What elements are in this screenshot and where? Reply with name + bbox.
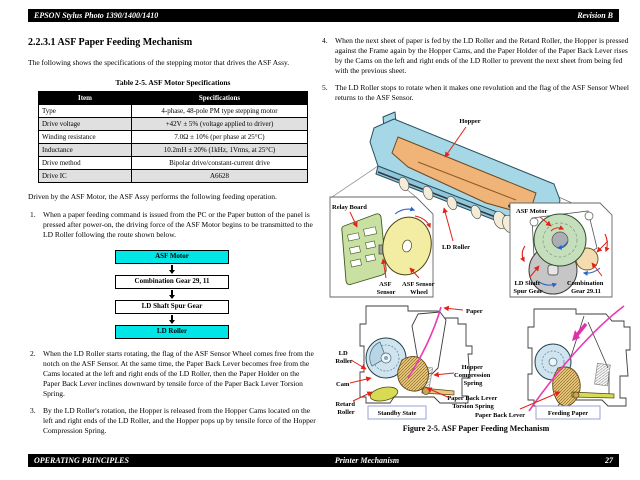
combination-gear-label: Combination Gear 29.11 xyxy=(567,280,605,295)
asf-sensor-label: ASF Sensor xyxy=(377,281,396,296)
header-revision: Revision B xyxy=(577,11,613,20)
hopper-compression-spring-label: Hopper Compression Spring xyxy=(454,364,492,387)
retard-roller-label: Retard Roller xyxy=(335,401,356,416)
footer-chapter: Printer Mechanism xyxy=(334,456,400,465)
left-column: 2.2.3.1 ASF Paper Feeding Mechanism The … xyxy=(28,36,316,443)
asf-motor-inset: ASF Motor LD Shaft Spur Gear Combination… xyxy=(509,202,613,298)
asf-feeding-mechanism-figure: Hopper LD Roller Relay Board xyxy=(329,111,631,420)
paper-back-lever-label: Paper Back Lever xyxy=(475,412,525,419)
table-title: Table 2-5. ASF Motor Specifications xyxy=(115,78,231,88)
right-column: 4. When the next sheet of paper is fed b… xyxy=(320,36,632,434)
paper-path xyxy=(407,306,442,379)
list-item-text: The LD Roller stops to rotate when it ma… xyxy=(335,82,629,102)
list-item: 2. When the LD Roller starts rotating, t… xyxy=(30,349,314,398)
feeding-paper-view: Paper Back Lever Feeding Paper xyxy=(475,305,631,420)
ld-roller-pointer-arrow xyxy=(442,207,454,241)
hopper-part xyxy=(391,136,537,216)
down-arrow-icon xyxy=(169,265,175,275)
down-arrow-icon xyxy=(169,315,175,325)
retard-roller-part xyxy=(369,386,399,402)
list-item: 3. By the LD Roller's rotation, the Hopp… xyxy=(30,405,316,435)
list-item: 1. When a paper feeding command is issue… xyxy=(30,210,313,240)
list-item-text: When the next sheet of paper is fed by t… xyxy=(335,36,629,75)
cam-label: Cam xyxy=(336,381,350,388)
header-title: EPSON Stylus Photo 1390/1400/1410 xyxy=(34,11,159,20)
standby-state-view: Paper LD Roller Cam Retard Roller Hopper… xyxy=(335,305,499,420)
paper-label: Paper xyxy=(466,308,483,315)
flow-box-combination-gear: Combination Gear 29, 11 xyxy=(115,275,229,290)
list-item-text: By the LD Roller's rotation, the Hopper … xyxy=(43,405,316,435)
feeding-paper-label: Feeding Paper xyxy=(548,410,588,417)
col-header-item: Item xyxy=(38,91,132,106)
hopper-pointer-arrow xyxy=(444,126,467,158)
list-item: 4. When the next sheet of paper is fed b… xyxy=(322,36,629,75)
flow-box-asf-motor: ASF Motor xyxy=(115,250,229,265)
figure-caption: Figure 2-5. ASF Paper Feeding Mechanism xyxy=(402,423,550,433)
flow-box-ld-roller: LD Roller xyxy=(115,325,229,340)
list-item: 5. The LD Roller stops to rotate when it… xyxy=(322,82,629,102)
page-footer-bar: OPERATING PRINCIPLES Printer Mechanism 2… xyxy=(28,454,619,467)
page-header-bar: EPSON Stylus Photo 1390/1400/1410 Revisi… xyxy=(28,9,619,22)
relay-board-inset: Relay Board ASF Sensor ASF Sensor Wheel xyxy=(329,196,436,298)
relay-board-label: Relay Board xyxy=(332,204,367,211)
paper-path xyxy=(528,305,625,412)
ld-shaft-spur-gear-label: LD Shaft Spur Gear xyxy=(513,280,542,295)
asf-motor-label: ASF Motor xyxy=(516,208,547,215)
feed-direction-arrow xyxy=(575,322,588,336)
standby-state-box xyxy=(367,405,427,420)
drive-route-flowchart: ASF Motor Combination Gear 29, 11 LD Sha… xyxy=(28,250,316,340)
asf-sensor-wheel-label: ASF Sensor Wheel xyxy=(402,281,436,296)
list-item-text: When a paper feeding command is issued f… xyxy=(43,210,313,240)
ld-roller-label: LD Roller xyxy=(442,244,470,251)
col-header-specifications: Specifications xyxy=(131,91,308,106)
table-row: Drive voltage+42V ± 5% (voltage applied … xyxy=(38,117,308,132)
list-item-text: When the LD Roller starts rotating, the … xyxy=(43,349,314,398)
intro-paragraph: The following shows the specifications o… xyxy=(28,58,290,68)
after-table-paragraph: Driven by the ASF Motor, the ASF Assy pe… xyxy=(28,192,277,202)
hopper-label: Hopper xyxy=(459,118,480,125)
feeding-paper-box xyxy=(535,405,601,420)
pbl-torsion-spring-label: Paper Back Lever Torsion Spring xyxy=(447,395,499,410)
footer-section: OPERATING PRINCIPLES xyxy=(34,456,129,465)
down-arrow-icon xyxy=(169,290,175,300)
spec-table-block: Table 2-5. ASF Motor Specifications Item… xyxy=(38,78,308,184)
standby-state-label: Standby State xyxy=(378,410,417,417)
footer-page-number: 27 xyxy=(604,456,613,465)
table-header-row: Item Specifications xyxy=(38,91,308,106)
section-heading: 2.2.3.1 ASF Paper Feeding Mechanism xyxy=(28,37,193,48)
ld-roller-side-label: LD Roller xyxy=(335,350,352,365)
flow-box-ld-shaft-spur-gear: LD Shaft Spur Gear xyxy=(115,300,229,315)
